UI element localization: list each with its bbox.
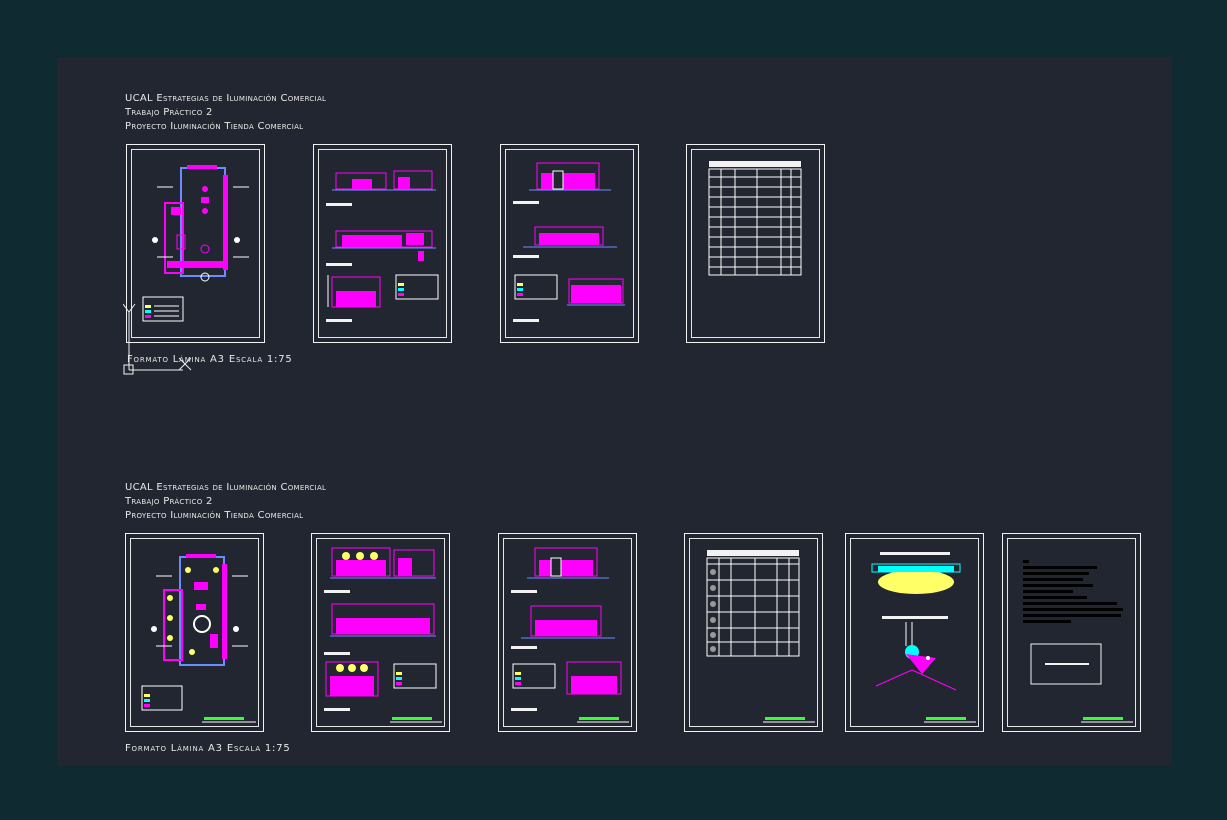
title-line-3: Proyecto Iluminación Tienda Comercial bbox=[125, 510, 304, 521]
bottom-title-block: UCAL Estrategias de Iluminación Comercia… bbox=[125, 481, 326, 523]
sheet-elevations-top-2[interactable] bbox=[500, 144, 639, 343]
top-footer-text: Formato Lámina A3 Escala 1:75 bbox=[127, 354, 293, 365]
construction-details-drawing bbox=[871, 552, 976, 723]
title-line-1: UCAL Estrategias de Iluminación Comercia… bbox=[125, 93, 327, 104]
sheet-inner-border bbox=[318, 149, 447, 338]
notes-drawing bbox=[1023, 560, 1133, 723]
title-line-1: UCAL Estrategias de Iluminación Comercia… bbox=[125, 482, 327, 493]
sheet-floor-plan-bottom[interactable] bbox=[125, 533, 264, 732]
sheet-inner-border bbox=[689, 538, 818, 727]
sheet-elevations-bottom-2[interactable] bbox=[498, 533, 637, 732]
sheet-inner-border bbox=[1007, 538, 1136, 727]
lighting-plan-drawing bbox=[141, 554, 256, 723]
sheet-inner-border bbox=[691, 149, 820, 338]
ucs-icon bbox=[123, 303, 192, 375]
elevations-drawing bbox=[326, 170, 439, 322]
top-title-block: UCAL Estrategias de Iluminación Comercia… bbox=[125, 92, 326, 134]
elevations-drawing-2 bbox=[513, 162, 625, 322]
sheet-details-bottom[interactable] bbox=[845, 533, 984, 732]
sheet-inner-border bbox=[131, 149, 260, 338]
model-space-canvas[interactable]: UCAL Estrategias de Iluminación Comercia… bbox=[57, 57, 1172, 765]
sheet-inner-border bbox=[130, 538, 259, 727]
sheet-inner-border bbox=[316, 538, 445, 727]
sheet-inner-border bbox=[503, 538, 632, 727]
title-line-3: Proyecto Iluminación Tienda Comercial bbox=[125, 121, 304, 132]
luminaire-table bbox=[708, 161, 802, 276]
sheet-floor-plan-top[interactable] bbox=[126, 144, 265, 343]
sheet-inner-border bbox=[850, 538, 979, 727]
sheet-notes-bottom[interactable] bbox=[1002, 533, 1141, 732]
floor-plan-drawing bbox=[142, 165, 249, 322]
bottom-footer-text: Formato Lámina A3 Escala 1:75 bbox=[125, 743, 291, 754]
lit-elevations-drawing bbox=[324, 547, 442, 723]
luminaire-spec-table bbox=[706, 550, 815, 723]
sheet-elevations-bottom-1[interactable] bbox=[311, 533, 450, 732]
title-line-2: Trabajo Práctico 2 bbox=[125, 107, 213, 118]
sheet-luminaire-table-bottom[interactable] bbox=[684, 533, 823, 732]
sheet-inner-border bbox=[505, 149, 634, 338]
sheet-elevations-top-1[interactable] bbox=[313, 144, 452, 343]
title-line-2: Trabajo Práctico 2 bbox=[125, 496, 213, 507]
sheet-luminaire-table-top[interactable] bbox=[686, 144, 825, 343]
lit-elevations-drawing-2 bbox=[511, 547, 629, 723]
